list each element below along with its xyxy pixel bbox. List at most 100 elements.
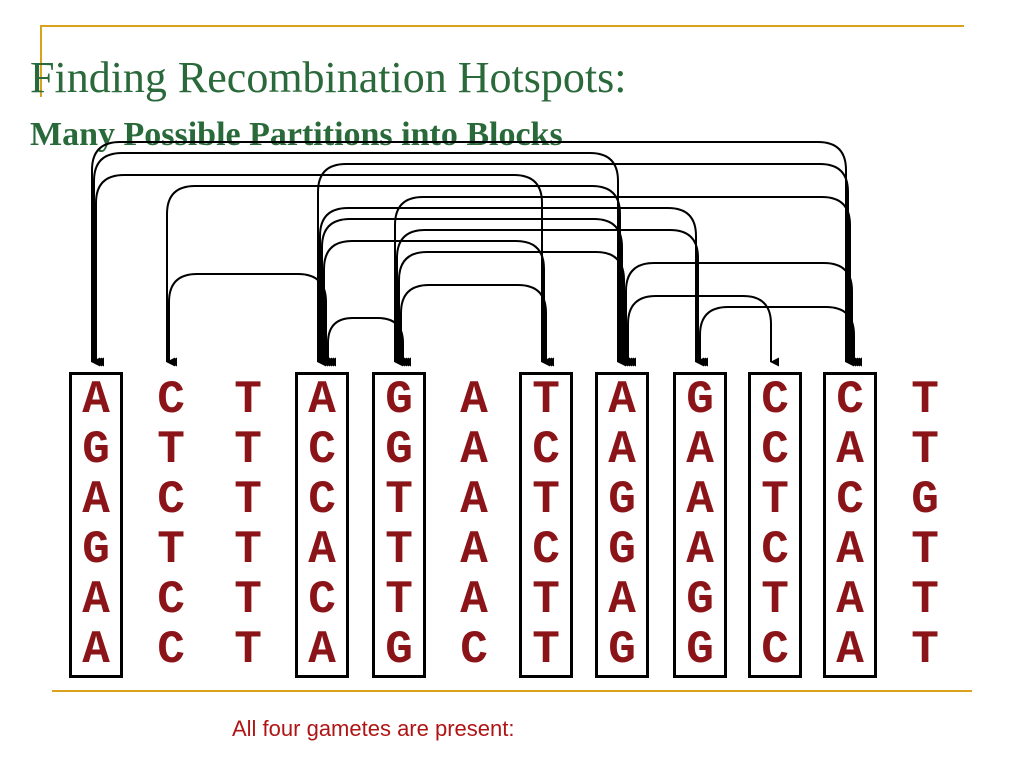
partition-arc (327, 317, 412, 367)
nucleotide: C (308, 474, 336, 526)
nucleotide: C (157, 474, 185, 526)
nucleotide: T (234, 374, 262, 426)
partition-arc (95, 174, 551, 367)
nucleotide: T (385, 524, 413, 576)
nucleotide: C (761, 524, 789, 576)
nucleotide: G (385, 424, 413, 476)
nucleotide: A (836, 624, 864, 676)
nucleotide: G (608, 474, 636, 526)
nucleotide: A (460, 474, 488, 526)
nucleotide: C (532, 524, 560, 576)
nucleotide: C (157, 574, 185, 626)
nucleotide: C (761, 424, 789, 476)
nucleotide: A (836, 524, 864, 576)
nucleotide: T (385, 574, 413, 626)
nucleotide: A (686, 424, 714, 476)
partition-arc (166, 185, 629, 367)
partition-arc (319, 207, 705, 367)
partition-arc (323, 240, 553, 367)
nucleotide: T (761, 474, 789, 526)
partition-arc (627, 295, 780, 367)
partition-arc (93, 152, 627, 367)
nucleotide: A (836, 574, 864, 626)
nucleotide: G (385, 374, 413, 426)
nucleotide: G (911, 474, 939, 526)
nucleotide: T (911, 374, 939, 426)
nucleotide: A (608, 574, 636, 626)
nucleotide: T (911, 524, 939, 576)
snp-column boxed-column: ACCACA (295, 372, 349, 678)
nucleotide: G (686, 574, 714, 626)
partition-arc (699, 306, 863, 367)
partition-arc (396, 229, 707, 367)
snp-column boxed-column: AAGGAG (595, 372, 649, 678)
nucleotide: A (460, 374, 488, 426)
nucleotide: A (686, 524, 714, 576)
nucleotide: C (460, 624, 488, 676)
nucleotide: A (460, 424, 488, 476)
nucleotide: C (836, 474, 864, 526)
decorative-rule-top (40, 25, 964, 27)
snp-column boxed-column: TCTCTT (519, 372, 573, 678)
nucleotide: T (761, 574, 789, 626)
nucleotide: A (82, 624, 110, 676)
nucleotide: G (608, 524, 636, 576)
nucleotide: T (234, 624, 262, 676)
nucleotide: A (608, 374, 636, 426)
nucleotide: G (82, 424, 110, 476)
nucleotide: C (308, 574, 336, 626)
nucleotide: G (686, 374, 714, 426)
nucleotide: A (460, 524, 488, 576)
partition-arc (91, 141, 855, 367)
nucleotide: A (308, 374, 336, 426)
nucleotide: A (308, 624, 336, 676)
snp-column boxed-column: AGAGAA (69, 372, 123, 678)
nucleotide: C (836, 374, 864, 426)
nucleotide: T (234, 574, 262, 626)
partition-arc (400, 284, 555, 367)
nucleotide: C (761, 374, 789, 426)
nucleotide: T (157, 524, 185, 576)
nucleotide: T (532, 474, 560, 526)
nucleotide: C (157, 374, 185, 426)
nucleotide: G (82, 524, 110, 576)
nucleotide: T (532, 574, 560, 626)
nucleotide: T (532, 374, 560, 426)
nucleotide: T (911, 624, 939, 676)
nucleotide: T (532, 624, 560, 676)
snp-column boxed-column: CACAAA (823, 372, 877, 678)
partition-arc (168, 273, 335, 367)
snp-column boxed-column: GAAAGG (673, 372, 727, 678)
partition-arc (317, 163, 857, 367)
nucleotide: T (911, 424, 939, 476)
nucleotide: C (761, 624, 789, 676)
partition-arc (394, 196, 859, 367)
nucleotide: A (686, 474, 714, 526)
decorative-rule-left (40, 25, 42, 97)
nucleotide: T (911, 574, 939, 626)
nucleotide: G (385, 624, 413, 676)
nucleotide: A (308, 524, 336, 576)
nucleotide: C (157, 624, 185, 676)
nucleotide: A (82, 574, 110, 626)
nucleotide: T (234, 524, 262, 576)
nucleotide: A (460, 574, 488, 626)
nucleotide: C (532, 424, 560, 476)
partition-arc (625, 262, 861, 367)
nucleotide: T (234, 424, 262, 476)
snp-column boxed-column: CCTCTC (748, 372, 802, 678)
slide-subtitle: Many Possible Partitions into Blocks (30, 116, 563, 153)
nucleotide: A (82, 474, 110, 526)
partition-arc (321, 218, 631, 367)
nucleotide: C (308, 424, 336, 476)
slide-title: Finding Recombination Hotspots: (30, 53, 627, 102)
gametes-caption: All four gametes are present: (232, 716, 515, 741)
nucleotide: T (234, 474, 262, 526)
nucleotide: A (836, 424, 864, 476)
nucleotide: G (608, 624, 636, 676)
nucleotide: A (82, 374, 110, 426)
